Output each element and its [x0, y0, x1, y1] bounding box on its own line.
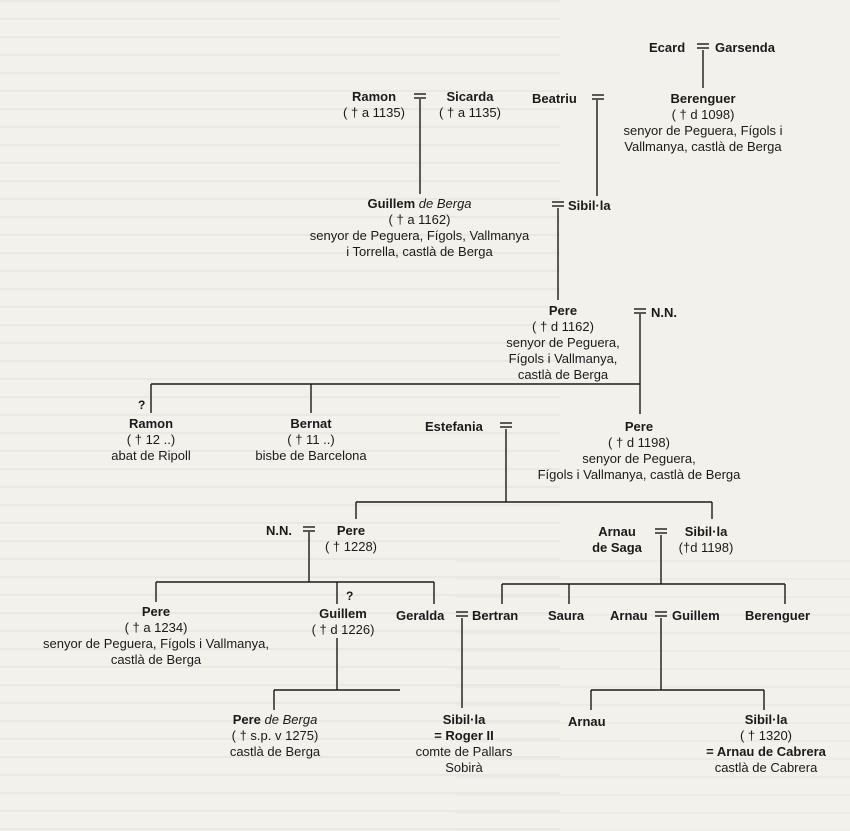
person-detail: Fígols i Vallmanya, — [508, 351, 618, 366]
person-detail: Fígols i Vallmanya, castlà de Berga — [537, 467, 741, 482]
person-detail: Sobirà — [445, 760, 483, 775]
person-detail: senyor de Peguera, Fígols i Vallmanya, — [43, 636, 269, 651]
person-arnau-grandson: Arnau — [568, 714, 606, 729]
person-garsenda: Garsenda — [715, 40, 775, 55]
person-detail: i Torrella, castlà de Berga — [346, 244, 493, 259]
background-text-right — [455, 560, 850, 831]
person-detail: ( † a 1234) — [124, 620, 188, 635]
person-detail: ( † d 1198) — [608, 435, 670, 450]
person-nn-second: N.N. — [266, 523, 292, 538]
person-name: Guillem — [319, 606, 367, 621]
person-name: Sibil·la — [744, 712, 788, 727]
person-detail: ( † 11 ..) — [287, 432, 335, 447]
person-name: Pere — [141, 604, 171, 619]
person-sibila-pallars: Sibil·la = Roger II comte de Pallars Sob… — [404, 712, 524, 776]
person-name: Bernat — [290, 416, 332, 431]
person-spouse: = Arnau de Cabrera — [706, 744, 826, 759]
person-sicarda: Sicarda ( † a 1135) — [428, 89, 512, 121]
background-text-left — [0, 0, 560, 831]
person-detail: ( † 1320) — [739, 728, 793, 743]
person-detail: ( † a 1135) — [439, 105, 501, 120]
person-name: Sicarda — [446, 89, 494, 104]
person-detail: ( † 1228) — [324, 539, 378, 554]
person-detail: castlà de Berga — [229, 744, 321, 759]
person-sibila-wife: Sibil·la — [568, 198, 611, 213]
person-name: Ramon — [351, 89, 397, 104]
person-pere-1162: Pere ( † d 1162) senyor de Peguera, Fígo… — [488, 303, 638, 383]
person-bertran: Bertran — [472, 608, 519, 623]
person-name: Ramon — [128, 416, 174, 431]
person-name: Pere de Berga — [232, 712, 318, 727]
person-ramon-abat: Ramon ( † 12 ..) abat de Ripoll — [91, 416, 211, 464]
person-detail: ( † 12 ..) — [126, 432, 176, 447]
person-detail: ( † a 1135) — [343, 105, 405, 120]
person-estefania: Estefania — [425, 419, 483, 434]
person-sibila-1320: Sibil·la ( † 1320) = Arnau de Cabrera ca… — [686, 712, 846, 776]
person-name: Berenguer — [670, 91, 736, 106]
person-detail: castlà de Berga — [110, 652, 202, 667]
person-detail: Vallmanya, castlà de Berga — [624, 139, 782, 154]
person-geralda: Geralda — [396, 608, 445, 623]
person-name: Pere — [548, 303, 578, 318]
person-detail: comte de Pallars — [415, 744, 513, 759]
person-pere-1198: Pere ( † d 1198) senyor de Peguera, Fígo… — [504, 419, 774, 483]
person-detail: bisbe de Barcelona — [255, 448, 367, 463]
person-name: Pere — [624, 419, 654, 434]
person-guillem-wife: Guillem — [672, 608, 720, 623]
person-guillem-de-berga: Guillem de Berga ( † a 1162) senyor de P… — [282, 196, 557, 260]
person-detail: senyor de Peguera, — [506, 335, 620, 350]
person-detail: senyor de Peguera, Fígols, Vallmanya — [309, 228, 530, 243]
person-detail: ( † d 1226) — [311, 622, 375, 637]
person-bernat-bisbe: Bernat ( † 11 ..) bisbe de Barcelona — [236, 416, 386, 464]
person-name-line2: de Saga — [592, 540, 642, 555]
person-detail: ( † d 1162) — [532, 319, 594, 334]
person-name: Pere — [336, 523, 366, 538]
person-beatriu: Beatriu — [532, 91, 577, 106]
person-detail: senyor de Peguera, — [582, 451, 696, 466]
person-ecard: Ecard — [649, 40, 686, 55]
person-name: Guillem de Berga — [367, 196, 472, 211]
person-detail: (†d 1198) — [678, 540, 734, 555]
person-detail: abat de Ripoll — [111, 448, 191, 463]
person-detail: castlà de Cabrera — [714, 760, 818, 775]
person-arnau-de-saga: Arnau de Saga — [582, 524, 652, 556]
person-name: Sibil·la — [684, 524, 728, 539]
person-pere-1234: Pere ( † a 1234) senyor de Peguera, Fígo… — [16, 604, 296, 668]
person-detail: ( † s.p. v 1275) — [231, 728, 319, 743]
person-sibila-1198: Sibil·la (†d 1198) — [666, 524, 746, 556]
person-detail: ( † d 1098) — [671, 107, 735, 122]
person-berenguer-son: Berenguer — [745, 608, 811, 623]
person-spouse: = Roger II — [434, 728, 494, 743]
person-pere-de-berga: Pere de Berga ( † s.p. v 1275) castlà de… — [210, 712, 340, 760]
person-name: Sibil·la — [442, 712, 486, 727]
person-detail: senyor de Peguera, Fígols i — [623, 123, 783, 138]
person-berenguer-senior: Berenguer ( † d 1098) senyor de Peguera,… — [598, 91, 808, 155]
uncertain-mark: ? — [138, 398, 146, 412]
person-name: Arnau — [598, 524, 636, 539]
person-arnau-son: Arnau — [610, 608, 648, 623]
person-detail: ( † a 1162) — [388, 212, 451, 227]
person-detail: castlà de Berga — [517, 367, 609, 382]
person-guillem-1226: Guillem ( † d 1226) — [298, 606, 388, 638]
person-ramon-senior: Ramon ( † a 1135) — [334, 89, 414, 121]
person-saura: Saura — [548, 608, 585, 623]
person-nn-wife: N.N. — [651, 305, 677, 320]
uncertain-mark: ? — [346, 589, 354, 603]
person-pere-1228: Pere ( † 1228) — [314, 523, 388, 555]
